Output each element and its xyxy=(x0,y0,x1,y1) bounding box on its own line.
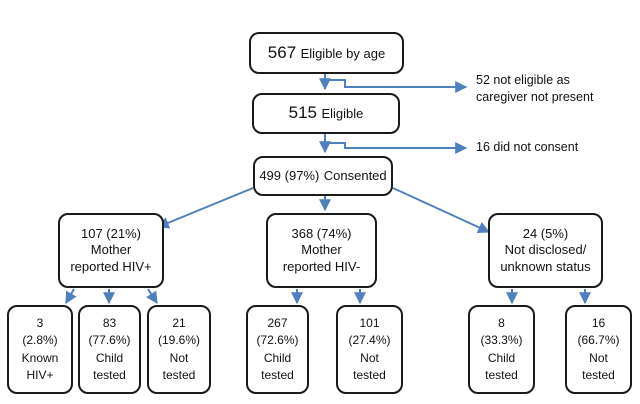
leaf-known-hiv-pos: 3 (2.8%) Known HIV+ xyxy=(7,305,73,394)
eligible-count: 515 xyxy=(288,103,317,123)
did-not-consent-note: 16 did not consent xyxy=(476,140,579,154)
eligible-by-age-label: Eligible by age xyxy=(300,45,386,61)
leaf-unk-child-tested: 8 (33.3%) Child tested xyxy=(468,305,535,394)
consented-box: 499 (97%) Consented xyxy=(253,156,393,196)
consented-count: 499 (97%) xyxy=(259,167,320,183)
arrow-to-hiv-pos xyxy=(156,187,254,229)
hiv-negative-group-box: 368 (74%) Mother reported HIV- xyxy=(266,213,377,288)
arrow-not-consent xyxy=(325,142,468,154)
leaf-unk-not-tested: 16 (66.7%) Not tested xyxy=(565,305,632,394)
hiv-positive-group-box: 107 (21%) Mother reported HIV+ xyxy=(58,213,164,288)
leaf-pos-not-tested: 21 (19.6%) Not tested xyxy=(147,305,211,394)
hiv-positive-count: 107 (21%) xyxy=(81,225,141,241)
arrow-not-eligible xyxy=(325,79,468,93)
leaf-pos-child-tested: 83 (77.6%) Child tested xyxy=(78,305,141,394)
not-eligible-note: 52 not eligible as caregiver not present xyxy=(476,73,594,104)
unknown-status-group-box: 24 (5%) Not disclosed/ unknown status xyxy=(488,213,603,288)
leaf-neg-not-tested: 101 (27.4%) Not tested xyxy=(336,305,403,394)
eligible-by-age-count: 567 xyxy=(267,42,297,62)
arrow-pos-known xyxy=(65,288,77,305)
hiv-negative-count: 368 (74%) xyxy=(291,225,352,241)
eligible-box: 515 Eligible xyxy=(252,93,400,134)
leaf-neg-child-tested: 267 (72.6%) Child tested xyxy=(246,305,309,394)
arrow-pos-not xyxy=(146,288,158,305)
unknown-status-count: 24 (5%) xyxy=(522,225,569,241)
eligible-by-age-box: 567 Eligible by age xyxy=(249,32,404,74)
consented-label: Consented xyxy=(323,167,387,183)
eligible-label: Eligible xyxy=(321,106,364,122)
arrow-to-unknown xyxy=(392,187,491,233)
